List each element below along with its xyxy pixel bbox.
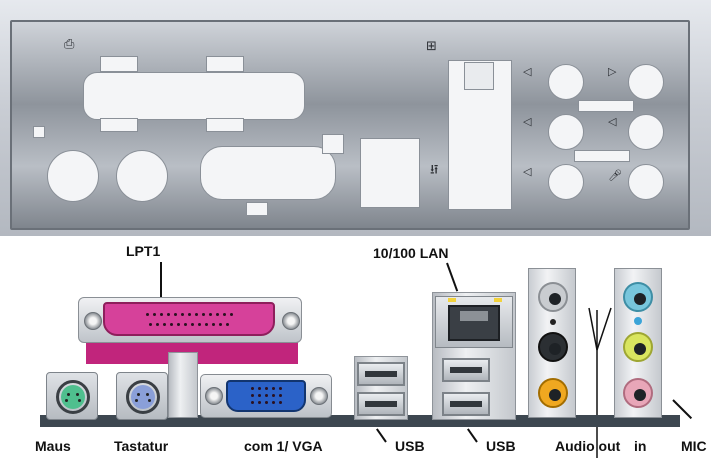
- shield-lpt-tab: [206, 56, 244, 72]
- shield-lpt-tab: [100, 56, 138, 72]
- label-usb-right: USB: [486, 438, 516, 454]
- network-icon: ⊞: [426, 39, 437, 54]
- shield-audio-hole: [548, 64, 584, 100]
- motherboard-pcb: [40, 415, 680, 427]
- vga-screw: [205, 387, 223, 405]
- label-lan: 10/100 LAN: [373, 245, 449, 261]
- shield-audio-slot: [578, 100, 634, 112]
- lan-led: [494, 298, 502, 302]
- usb-port: [357, 392, 405, 416]
- shield-vga-tab: [246, 202, 268, 216]
- speaker-icon: ◁: [523, 115, 532, 128]
- lpt-screw: [84, 312, 102, 330]
- label-maus: Maus: [35, 438, 71, 454]
- audio-panel-dot: [634, 317, 642, 325]
- usb-port: [357, 362, 405, 386]
- usb-right-pointer-line: [467, 428, 478, 443]
- label-com-vga: com 1/ VGA: [244, 438, 323, 454]
- shield-audio-hole: [628, 164, 664, 200]
- shield-audio-hole: [548, 114, 584, 150]
- vga-screw: [310, 387, 328, 405]
- ps2-keyboard-socket: [131, 385, 155, 409]
- speaker-icon: ◁: [523, 65, 532, 78]
- shield-audio-slot: [574, 150, 630, 162]
- shield-lpt-cutout: [83, 72, 305, 120]
- vga-port: [226, 380, 306, 412]
- ps2-keyboard-port: [116, 372, 168, 420]
- label-in: in: [634, 438, 647, 454]
- rj45-lan-port: [435, 296, 513, 348]
- mic-icon: 🎤︎: [608, 169, 622, 182]
- lpt1-port: [103, 302, 275, 336]
- audio-panel-dot: [550, 319, 556, 325]
- audio-jack-pink: [623, 378, 653, 408]
- shield-audio-hole: [548, 164, 584, 200]
- io-shield-photo: ⎙ ⭿ ⊞ ◁ ◁ ◁ ▷ ◁ 🎤︎: [0, 0, 711, 236]
- ps2-mouse-socket: [61, 385, 85, 409]
- speaker-icon: ◁: [608, 115, 617, 128]
- shield-small-cutout: [33, 126, 45, 138]
- lan-led: [448, 298, 456, 302]
- shield-audio-hole: [628, 114, 664, 150]
- label-audio-out: Audio out: [555, 438, 621, 454]
- shield-lan-latch: [464, 62, 494, 90]
- usb-icon: ⭿: [430, 163, 439, 178]
- audio-jack-lime: [623, 332, 653, 362]
- audio-jack-orange: [538, 378, 568, 408]
- shield-vga-tab: [322, 134, 344, 154]
- label-lpt1: LPT1: [126, 243, 161, 259]
- audio-pointer-arrows: [588, 307, 612, 458]
- line-in-icon: ▷: [608, 65, 617, 78]
- shield-usb-cutout: [360, 138, 420, 208]
- audio-jack-blue: [623, 282, 653, 312]
- shield-ps2-cutout: [47, 150, 99, 202]
- lpt-bracket: [168, 352, 198, 418]
- lpt-screw: [282, 312, 300, 330]
- usb-port: [442, 358, 490, 382]
- audio-jack-gray: [538, 282, 568, 312]
- usb-port: [442, 392, 490, 416]
- printer-icon: ⎙: [64, 37, 75, 52]
- label-tastatur: Tastatur: [114, 438, 169, 454]
- label-mic: MIC: [681, 438, 707, 454]
- label-usb-left: USB: [395, 438, 425, 454]
- ps2-mouse-port: [46, 372, 98, 420]
- shield-audio-hole: [628, 64, 664, 100]
- speaker-icon: ◁: [523, 165, 532, 178]
- shield-vga-cutout: [200, 146, 336, 200]
- usb-left-pointer-line: [376, 428, 387, 443]
- shield-lpt-tab: [206, 118, 244, 132]
- audio-jack-black: [538, 332, 568, 362]
- shield-lpt-tab: [100, 118, 138, 132]
- lan-pointer-line: [446, 262, 459, 292]
- lpt1-pointer-line: [160, 262, 162, 298]
- shield-ps2-cutout: [116, 150, 168, 202]
